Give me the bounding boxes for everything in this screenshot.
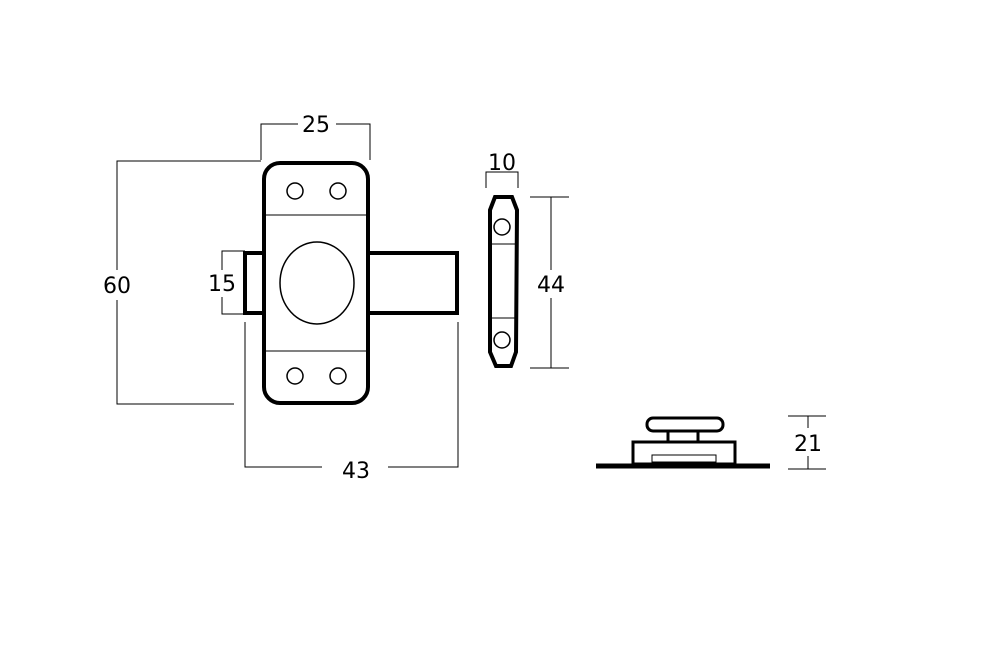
dim-overall-width: 43 xyxy=(244,322,459,484)
knob xyxy=(279,241,355,325)
front-view xyxy=(243,161,459,405)
top-view xyxy=(596,416,770,469)
side-plate xyxy=(488,195,520,368)
front-plate xyxy=(262,161,370,405)
dim-label-bolt-height: 15 xyxy=(208,272,236,297)
knob-head xyxy=(645,416,725,433)
dim-side-height: 44 xyxy=(530,196,569,369)
base-slot xyxy=(651,454,717,463)
dim-plate-height: 60 xyxy=(103,160,261,405)
dim-label-side-width: 10 xyxy=(488,151,516,176)
dim-plate-width: 25 xyxy=(260,113,371,160)
dim-side-width: 10 xyxy=(485,151,519,188)
dim-bolt-height: 15 xyxy=(208,250,245,315)
side-view xyxy=(488,195,520,368)
dim-label-plate-height: 60 xyxy=(103,274,131,299)
side-screw-hole xyxy=(493,331,511,349)
dim-projection: 21 xyxy=(788,415,826,470)
screw-hole xyxy=(329,182,347,200)
screw-hole xyxy=(286,182,304,200)
dim-label-side-height: 44 xyxy=(537,273,565,298)
dim-label-overall-width: 43 xyxy=(342,459,370,484)
screw-hole xyxy=(329,367,347,385)
dim-label-projection: 21 xyxy=(794,432,822,457)
dim-label-plate-width: 25 xyxy=(302,113,330,138)
screw-hole xyxy=(286,367,304,385)
side-screw-hole xyxy=(493,218,511,236)
